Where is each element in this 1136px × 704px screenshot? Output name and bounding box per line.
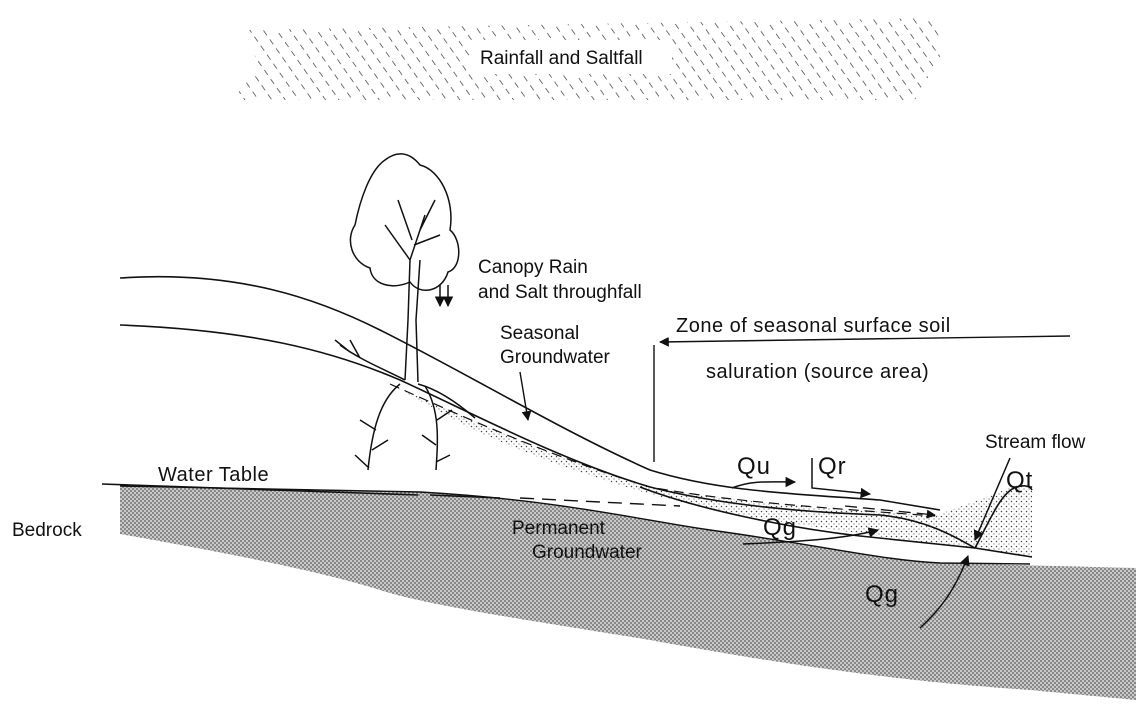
qr-label: Qr bbox=[818, 453, 847, 480]
rainfall-label: Rainfall and Saltfall bbox=[480, 48, 643, 69]
stream-flow-label: Stream flow bbox=[985, 432, 1086, 453]
qu-label: Qu bbox=[737, 453, 771, 480]
seasonal-pointer-arrow bbox=[520, 372, 528, 420]
canopy-label-line2: and Salt throughfall bbox=[478, 282, 642, 303]
canopy-label-line1: Canopy Rain bbox=[478, 257, 588, 278]
qg-left-label: Qg bbox=[763, 514, 797, 541]
permanent-label-line2: Groundwater bbox=[532, 542, 643, 563]
zone-label-line2: saluration (source area) bbox=[706, 361, 929, 383]
permanent-label-line1: Permanent bbox=[512, 518, 606, 539]
qt-label: Qt bbox=[1006, 467, 1033, 494]
seasonal-label-line2: Groundwater bbox=[500, 347, 611, 368]
qg-right-label: Qg bbox=[865, 581, 899, 608]
tree-icon bbox=[335, 154, 475, 470]
qu-arrow bbox=[732, 482, 795, 488]
zone-label-line1: Zone of seasonal surface soil bbox=[676, 315, 951, 337]
water-table-label: Water Table bbox=[158, 464, 269, 486]
bedrock-label: Bedrock bbox=[12, 520, 82, 541]
seasonal-label-line1: Seasonal bbox=[500, 323, 579, 344]
